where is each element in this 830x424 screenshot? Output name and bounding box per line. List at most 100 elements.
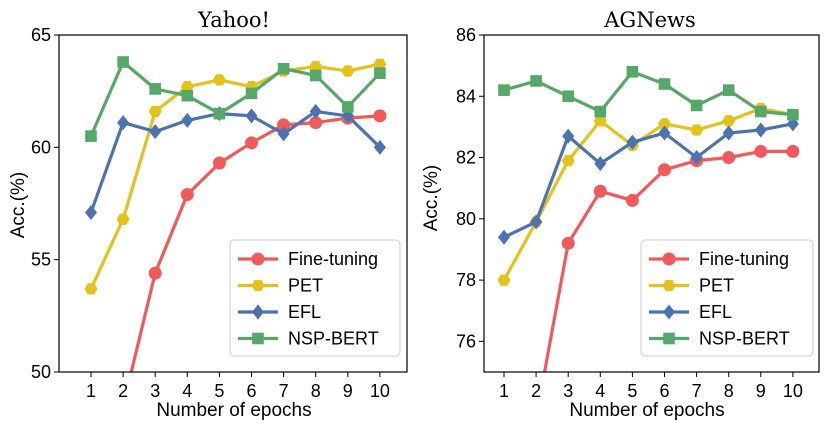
data-point xyxy=(85,204,97,220)
y-axis-label: Acc.(%) xyxy=(8,172,29,239)
legend-marker xyxy=(251,279,265,292)
y-tick-label: 65 xyxy=(31,25,51,45)
x-tick-label: 8 xyxy=(724,381,734,401)
x-tick-label: 7 xyxy=(692,381,702,401)
x-tick-label: 7 xyxy=(279,381,289,401)
data-point xyxy=(593,115,607,127)
x-tick-label: 1 xyxy=(86,381,96,401)
x-axis-label: Number of epochs xyxy=(569,400,724,421)
x-tick-label: 10 xyxy=(783,381,803,401)
data-point xyxy=(562,128,575,144)
data-point xyxy=(787,108,799,121)
data-point xyxy=(754,122,767,138)
data-point xyxy=(374,67,386,79)
legend-box xyxy=(640,239,814,357)
data-point xyxy=(212,156,226,170)
data-point xyxy=(181,112,194,128)
x-tick-label: 4 xyxy=(595,381,605,401)
legend-marker xyxy=(252,304,264,320)
data-point xyxy=(116,213,130,225)
data-point xyxy=(658,125,671,141)
data-point xyxy=(593,184,607,198)
data-point xyxy=(117,56,129,68)
data-point xyxy=(148,266,162,280)
legend-label: NSP-BERT xyxy=(699,329,790,349)
y-tick-label: 76 xyxy=(456,331,476,351)
x-tick-label: 6 xyxy=(246,381,256,401)
y-tick-label: 60 xyxy=(31,137,51,157)
y-axis-label: Acc.(%) xyxy=(421,165,442,232)
plot-area xyxy=(497,65,800,372)
y-tick-label: 80 xyxy=(456,209,476,229)
chart-yahoo: Yahoo! Acc.(%) Number of epochs 50556065… xyxy=(8,8,408,421)
data-point xyxy=(373,109,387,123)
x-tick-label: 5 xyxy=(627,381,637,401)
chart-title: AGNews xyxy=(603,8,696,32)
x-axis-label: Number of epochs xyxy=(156,400,311,421)
data-point xyxy=(786,144,800,158)
x-tick-label: 3 xyxy=(563,381,573,401)
data-point xyxy=(658,78,671,90)
data-point xyxy=(658,163,671,177)
y-tick-label: 84 xyxy=(456,86,476,106)
data-point xyxy=(277,62,290,75)
data-point xyxy=(373,139,386,155)
series-line xyxy=(89,109,382,214)
legend-label: PET xyxy=(288,276,323,296)
legend-label: PET xyxy=(699,276,734,296)
x-tick-label: 8 xyxy=(311,381,321,401)
data-point xyxy=(245,87,258,100)
data-point xyxy=(626,65,639,78)
data-point xyxy=(117,115,130,131)
data-point xyxy=(373,58,387,70)
legend-marker xyxy=(662,279,676,292)
x-tick-label: 6 xyxy=(659,381,669,401)
data-point xyxy=(181,89,194,102)
x-tick-label: 9 xyxy=(343,381,353,401)
data-point xyxy=(690,99,703,112)
data-point xyxy=(690,124,704,136)
x-tick-label: 5 xyxy=(214,381,224,401)
legend-label: EFL xyxy=(288,302,321,322)
x-tick-label: 2 xyxy=(531,381,541,401)
legend-marker xyxy=(663,304,675,320)
data-point xyxy=(309,103,322,119)
series-line xyxy=(89,60,382,137)
data-point xyxy=(149,124,162,140)
legend-marker xyxy=(252,332,264,345)
data-point xyxy=(722,115,736,127)
data-point xyxy=(625,193,639,207)
series-line xyxy=(503,70,794,117)
series-line xyxy=(503,122,794,239)
plot-area xyxy=(84,56,387,372)
legend-label: Fine-tuning xyxy=(288,249,378,269)
data-point xyxy=(561,154,575,167)
series-nsp-bert xyxy=(85,56,386,142)
data-point xyxy=(626,134,639,150)
x-tick-label: 1 xyxy=(499,381,509,401)
data-point xyxy=(180,188,194,202)
y-tick-label: 50 xyxy=(31,362,51,382)
series-line xyxy=(89,62,381,290)
data-point xyxy=(722,84,735,96)
plot-frame xyxy=(58,34,408,373)
data-point xyxy=(277,118,291,132)
data-point xyxy=(530,214,543,230)
legend-label: EFL xyxy=(699,302,732,322)
data-point xyxy=(594,105,607,118)
data-point xyxy=(690,150,703,166)
data-point xyxy=(755,105,767,118)
data-point xyxy=(212,74,226,86)
x-tick-label: 4 xyxy=(182,381,192,401)
legend-label: Fine-tuning xyxy=(699,249,789,269)
data-point xyxy=(341,65,355,77)
data-point xyxy=(722,125,735,141)
legend-marker xyxy=(663,332,675,345)
